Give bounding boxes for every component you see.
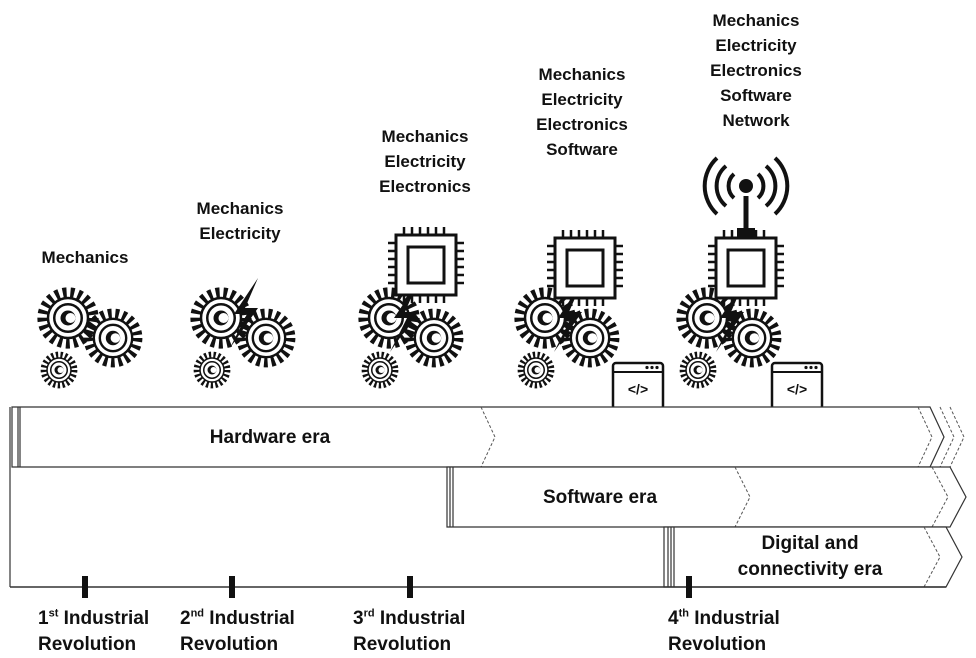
tick-4 [686, 576, 692, 598]
gears-icon [364, 293, 458, 385]
stack-item: Network [722, 111, 790, 130]
digital-era-arrow [663, 526, 963, 588]
stack-col-4: Mechanics Electricity Electronics Softwa… [517, 62, 647, 162]
digital-era-label: Digital and connectivity era [700, 531, 920, 583]
stack-item: Electricity [199, 224, 281, 243]
stack-col-5: Mechanics Electricity Electronics Softwa… [691, 8, 821, 133]
rev-ord: 2 [180, 608, 191, 629]
antenna-icon [702, 156, 790, 238]
rev-sup: nd [190, 607, 205, 620]
rev-rest: Industrial [688, 608, 780, 629]
software-era-label: Software era [542, 487, 658, 508]
stack-item: Electricity [384, 152, 466, 171]
chip-icon [386, 225, 466, 305]
hardware-era-label: Hardware era [209, 427, 331, 448]
stack-item: Electricity [715, 36, 797, 55]
code-icon-label: </> [786, 381, 808, 397]
rev-line2: Revolution [668, 634, 767, 655]
revolution-2-label: 2nd Industrial Revolution [180, 606, 295, 658]
rev-rest: Industrial [58, 608, 150, 629]
code-icon-label: </> [627, 381, 649, 397]
stack-col-2: Mechanics Electricity [175, 196, 305, 246]
gears-icon [43, 293, 137, 385]
rev-ord: 1 [38, 608, 49, 629]
stack-item: Electronics [710, 61, 802, 80]
revolution-3-label: 3rd Industrial Revolution [353, 606, 465, 658]
rev-ord: 3 [353, 608, 364, 629]
digital-era-line2: connectivity era [737, 559, 883, 580]
revolution-1-label: 1st Industrial Revolution [38, 606, 149, 658]
stack-item: Mechanics [538, 65, 626, 84]
rev-rest: Industrial [374, 608, 466, 629]
rev-rest: Industrial [204, 608, 295, 629]
tick-3 [407, 576, 413, 598]
stack-item: Electronics [536, 115, 628, 134]
hardware-era-arrow [11, 406, 965, 468]
rev-sup: th [678, 607, 689, 620]
stack-item: Mechanics [712, 11, 800, 30]
rev-sup: rd [363, 607, 375, 620]
stack-item: Mechanics [196, 199, 284, 218]
stack-item: Electronics [379, 177, 471, 196]
stack-item: Software [546, 140, 618, 159]
rev-line2: Revolution [353, 634, 452, 655]
stack-item: Software [720, 86, 792, 105]
digital-era-line1: Digital and [761, 533, 859, 554]
software-era-arrow [446, 466, 967, 528]
stack-item: Electricity [541, 90, 623, 109]
stack-col-3: Mechanics Electricity Electronics [360, 124, 490, 199]
rev-line2: Revolution [180, 634, 279, 655]
stack-col-1: Mechanics [20, 245, 150, 270]
tick-1 [82, 576, 88, 598]
timeline-axis [9, 407, 946, 588]
tick-2 [229, 576, 235, 598]
revolution-4-label: 4th Industrial Revolution [668, 606, 780, 658]
rev-line2: Revolution [38, 634, 137, 655]
stack-item: Mechanics [41, 248, 129, 267]
stack-item: Mechanics [381, 127, 469, 146]
rev-ord: 4 [668, 608, 679, 629]
rev-sup: st [48, 607, 59, 620]
chip-icon [706, 228, 786, 308]
chip-icon [545, 228, 625, 308]
